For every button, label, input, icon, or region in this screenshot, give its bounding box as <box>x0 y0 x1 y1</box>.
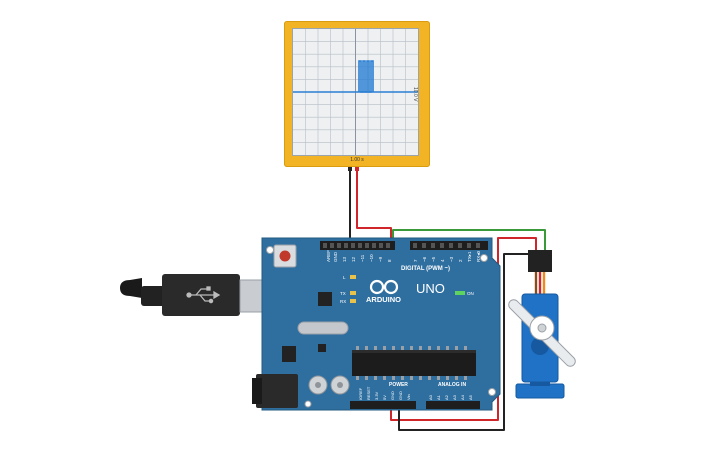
power-label: POWER <box>389 382 408 388</box>
mounting-hole <box>488 388 496 396</box>
probe-connectors <box>348 165 359 171</box>
led-rx <box>350 299 356 303</box>
crystal <box>297 321 349 335</box>
pin-label: GND <box>333 251 338 262</box>
pin-label: 7 <box>413 259 418 262</box>
oscilloscope[interactable]: 10.0 V 1.00 s <box>284 21 430 167</box>
pin-label: 13 <box>342 256 347 262</box>
led-tx <box>350 291 356 295</box>
oscilloscope-grid <box>293 29 418 155</box>
pin-label: ~6 <box>422 256 427 262</box>
on-label: ON <box>467 291 474 296</box>
power-jack[interactable] <box>252 374 298 408</box>
analog-label: ANALOG IN <box>438 382 466 388</box>
power-pin-label: Vin <box>406 394 411 400</box>
probe-red-wire[interactable] <box>356 168 392 242</box>
usb-icon <box>186 286 221 304</box>
small-component <box>318 344 326 352</box>
power-pin-label: 3.3V <box>374 391 379 400</box>
pin-label: 12 <box>351 256 356 262</box>
arduino-infinity-icon <box>369 279 399 295</box>
analog-pin-label: A2 <box>444 394 449 400</box>
usb-cable[interactable] <box>120 274 284 316</box>
analog-pin-label: A4 <box>460 394 465 400</box>
pin-label: RX◂0 <box>476 250 481 262</box>
regulator <box>282 346 296 362</box>
led-tx-label: TX <box>340 291 346 296</box>
on-led <box>455 291 465 295</box>
mounting-hole <box>480 254 488 262</box>
analog-pin-label: A1 <box>436 394 441 400</box>
bottom-pin-labels: IOREF RESET 3.3V 5V GND GND Vin A0 A1 A2… <box>358 386 473 400</box>
power-header[interactable] <box>350 401 480 409</box>
pin-label: ~3 <box>449 256 454 262</box>
arduino-uno-board[interactable]: AREF GND 13 12 ~11 ~10 ~9 8 7 ~6 ~5 4 ~3… <box>252 237 501 411</box>
servo-motor[interactable] <box>507 250 578 399</box>
volts-per-division: 10.0 V <box>412 87 418 102</box>
mounting-hole <box>304 400 312 408</box>
power-pin-label: RESET <box>366 386 371 400</box>
time-per-division: 1.00 s <box>350 157 364 163</box>
green-signal-wire[interactable] <box>392 229 546 252</box>
servo-connector[interactable] <box>528 250 552 272</box>
power-pin-label: 5V <box>382 395 387 400</box>
digital-label: DIGITAL (PWM ~) <box>401 266 450 272</box>
mounting-hole <box>266 246 274 254</box>
led-l-label: L <box>343 275 346 280</box>
power-pin-label: GND <box>390 391 395 400</box>
top-pin-labels: AREF GND 13 12 ~11 ~10 ~9 8 7 ~6 ~5 4 ~3… <box>326 250 481 262</box>
led-l <box>350 275 356 279</box>
arduino-brand: ARDUINO <box>366 295 401 304</box>
power-pin-label: GND <box>398 391 403 400</box>
pin-label: ~5 <box>431 256 436 262</box>
uno-label: UNO <box>416 281 445 296</box>
servo-horn[interactable] <box>507 298 578 369</box>
pin-label: TX▸1 <box>467 251 472 262</box>
power-pin-label: IOREF <box>358 387 363 400</box>
pin-label: ~9 <box>378 256 383 262</box>
pin-label: ~10 <box>369 254 374 262</box>
pin-label: AREF <box>326 250 331 262</box>
reset-button[interactable] <box>273 244 297 268</box>
pin-label: 4 <box>440 259 445 262</box>
pin-label: ~11 <box>360 254 365 262</box>
digital-header[interactable] <box>320 241 488 250</box>
led-rx-label: RX <box>340 299 346 304</box>
black-ground-wire[interactable] <box>398 253 530 431</box>
signal-trace <box>293 60 418 93</box>
pin-label: 8 <box>387 259 392 262</box>
servo-lead <box>534 272 546 296</box>
analog-pin-label: A0 <box>428 394 433 400</box>
oscilloscope-screen <box>292 28 419 156</box>
analog-pin-label: A5 <box>468 394 473 400</box>
atmega-chip <box>352 346 476 380</box>
capacitors <box>308 375 350 395</box>
analog-pin-label: A3 <box>452 394 457 400</box>
pin-label: 2 <box>458 259 463 262</box>
usb-chip <box>318 292 332 306</box>
